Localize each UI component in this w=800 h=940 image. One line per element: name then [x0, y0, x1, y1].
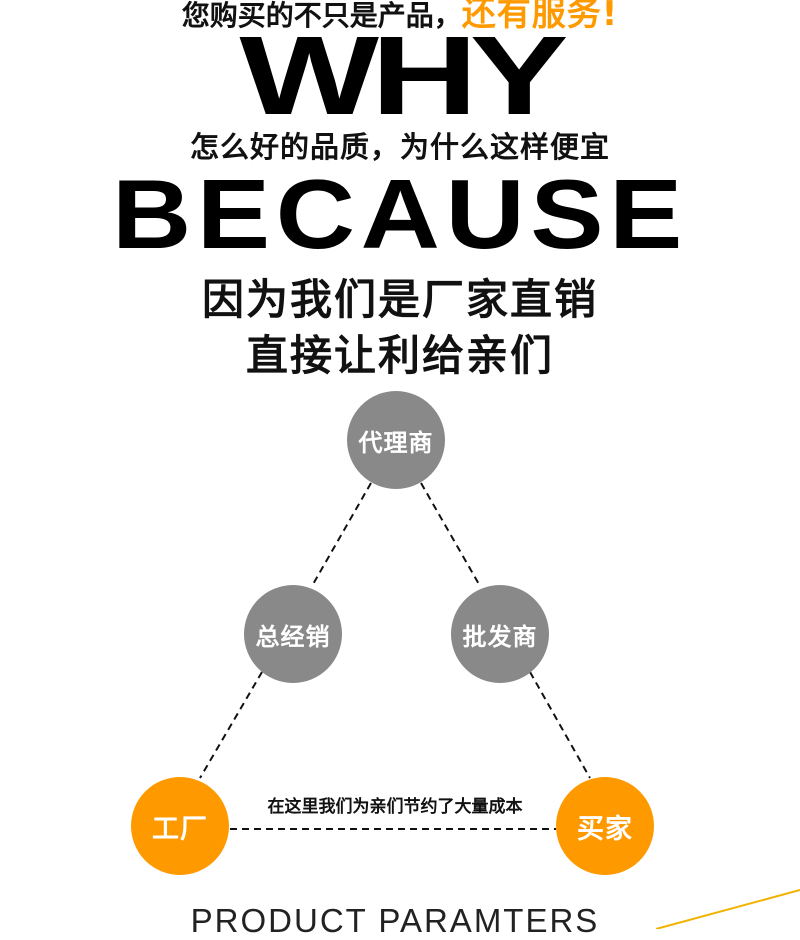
connector-general-factory: [199, 671, 263, 779]
node-wholesaler: 批发商: [451, 585, 549, 683]
savings-note: 在这里我们为亲们节约了大量成本: [267, 797, 523, 817]
headline: 您购买的不只是产品，还有服务!: [0, 0, 800, 35]
connector-wholesaler-buyer: [529, 671, 591, 779]
reason-line-2: 直接让利给亲们: [245, 331, 554, 380]
headline-accent: 还有服务!: [461, 0, 619, 34]
because-title: BECAUSE: [112, 159, 688, 269]
section-title-product-parameters: PRODUCT PARAMTERS: [190, 902, 600, 939]
decorative-diagonal-line: [655, 889, 800, 929]
connector-agent-wholesaler: [420, 482, 481, 587]
question-text: 怎么好的品质，为什么这样便宜: [189, 130, 610, 164]
node-general-distributor: 总经销: [244, 585, 342, 683]
headline-prefix: 您购买的不只是产品，: [181, 0, 462, 32]
reason-line-1: 因为我们是厂家直销: [201, 275, 598, 324]
node-buyer: 买家: [556, 777, 654, 875]
connector-agent-general: [311, 482, 372, 587]
node-factory: 工厂: [131, 777, 229, 875]
why-title: WHY: [239, 13, 568, 138]
node-agent: 代理商: [347, 391, 445, 489]
